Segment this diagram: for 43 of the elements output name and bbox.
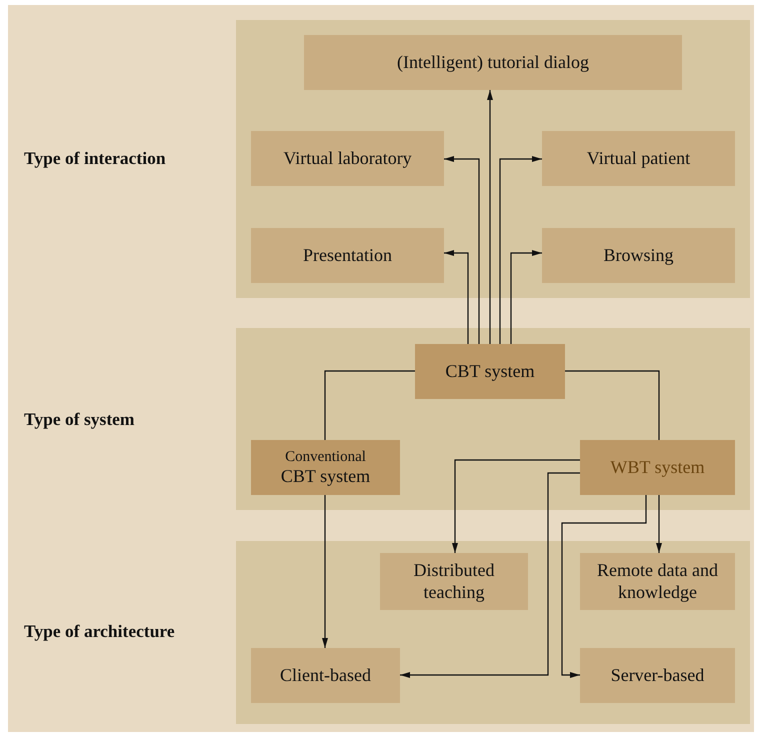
node-label: CBT system	[445, 360, 535, 382]
system-box	[415, 344, 565, 399]
arrow	[487, 90, 493, 344]
node-label: Presentation	[303, 244, 392, 266]
arrow	[444, 156, 480, 344]
connector-line	[324, 370, 415, 440]
node-label: Remote data and knowledge	[596, 560, 719, 604]
arrow	[452, 459, 580, 553]
section-band	[236, 20, 750, 298]
connector-line	[565, 370, 660, 440]
node-label: Browsing	[603, 244, 674, 266]
system-box	[251, 440, 400, 495]
node-label: Server-based	[610, 664, 704, 686]
node-label: Distributed teaching	[412, 560, 496, 604]
category-box	[542, 131, 735, 186]
row-heading: Type of system	[24, 409, 134, 430]
arrow	[400, 472, 580, 678]
section-band	[236, 541, 750, 724]
arrow	[510, 250, 542, 344]
node-label: WBT system	[610, 456, 705, 478]
category-box	[251, 131, 444, 186]
section-band	[236, 328, 750, 510]
node-label: Conventional	[285, 448, 366, 466]
category-box	[580, 648, 735, 703]
arrow	[499, 156, 542, 344]
arrow	[444, 250, 469, 344]
arrow	[322, 495, 328, 648]
row-heading: Type of interaction	[24, 148, 166, 169]
node-label: Virtual laboratory	[283, 148, 412, 170]
node-label: (Intelligent) tutorial dialog	[397, 52, 589, 74]
category-box	[580, 553, 735, 610]
arrow	[656, 495, 662, 553]
category-box	[304, 35, 682, 90]
category-box	[251, 648, 400, 703]
node-label: Client-based	[280, 664, 371, 686]
category-box	[251, 228, 444, 283]
category-box	[542, 228, 735, 283]
arrow	[561, 495, 647, 678]
node-label: CBT system	[280, 466, 370, 488]
category-box	[380, 553, 528, 610]
system-box	[580, 440, 735, 495]
node-label: Virtual patient	[586, 148, 690, 170]
row-heading: Type of architecture	[24, 621, 175, 642]
